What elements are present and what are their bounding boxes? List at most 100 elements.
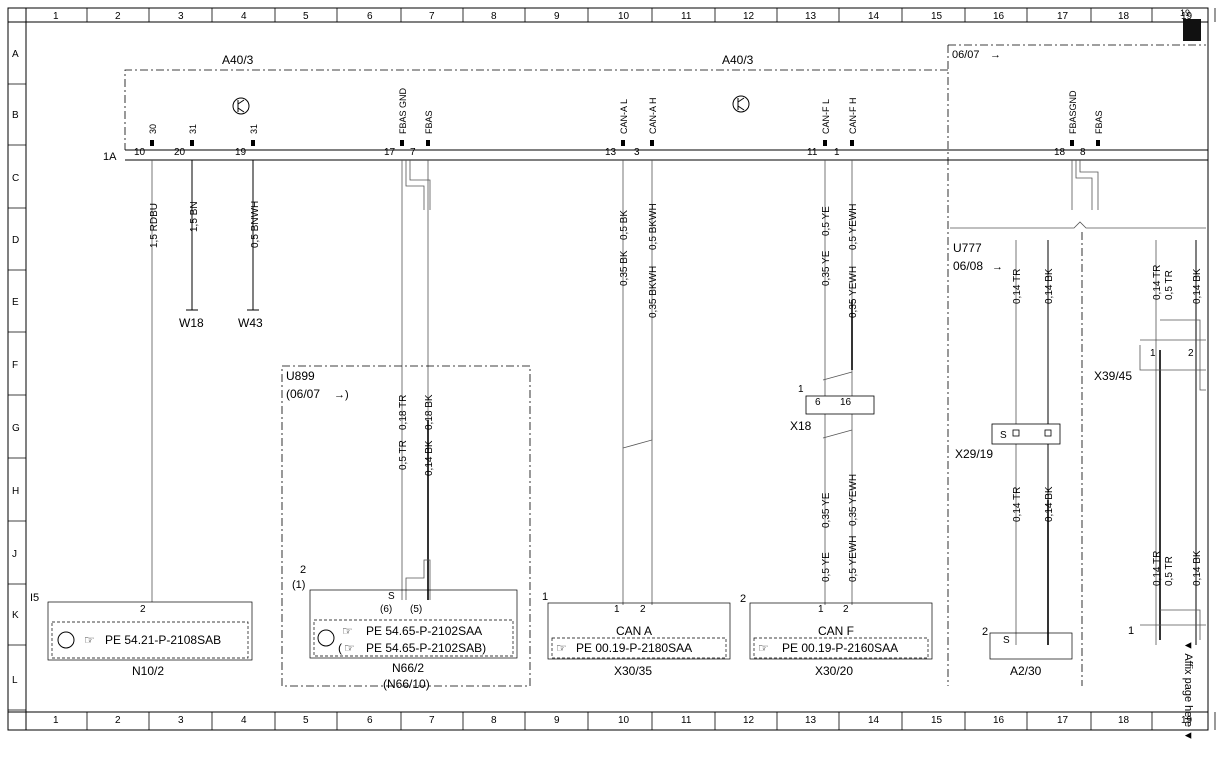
pin-name: FBAS GND: [398, 87, 408, 134]
svg-text:☞: ☞: [556, 641, 567, 655]
grid-column-number: 8: [491, 11, 497, 22]
ground-w18: W18: [179, 316, 204, 330]
grid-row-letter: A: [12, 49, 19, 60]
n66-ref1: PE 54.65-P-2102SAA: [366, 624, 482, 638]
pin-name: CAN-A L: [619, 99, 629, 134]
pin-number: 1: [834, 147, 840, 158]
wire-label: 0,5 YEWH: [848, 536, 859, 583]
wires: [151, 160, 1206, 686]
wire-label: 0,5 TR: [1164, 270, 1175, 300]
u899-date: (06/07: [286, 387, 320, 401]
wire-label: 0,5 YE: [821, 552, 832, 582]
svg-text:☞: ☞: [344, 641, 355, 655]
wire-label: 0,14 BK: [1192, 550, 1203, 586]
svg-text:1: 1: [1128, 625, 1134, 637]
a2-30-name: A2/30: [1010, 664, 1042, 678]
wire-label: 0,35 BK: [619, 250, 630, 286]
pin-name: 30: [148, 124, 158, 134]
wire-label: 0,14 TR: [1012, 487, 1023, 522]
grid-column-number: 14: [868, 715, 880, 726]
wire-label: 0,35 YE: [821, 492, 832, 528]
x30-20-ref: PE 00.19-P-2160SAA: [782, 641, 898, 655]
pin-number: 19: [235, 147, 247, 158]
grid-column-number: 18: [1118, 11, 1130, 22]
pin-terminal: [1070, 140, 1074, 146]
grid-row-letter: F: [12, 360, 18, 371]
grid-column-number: 15: [931, 715, 943, 726]
svg-text:1: 1: [798, 384, 804, 395]
grid-column-number: 7: [429, 11, 435, 22]
wire-label: 0,14 BK: [1044, 486, 1055, 522]
wire-label: 0,14 BK: [1192, 268, 1203, 304]
u777-date: 06/08: [953, 259, 983, 273]
pin-number: 11: [807, 147, 818, 158]
pin-number: 8: [1080, 147, 1086, 158]
pin-terminal: [1096, 140, 1100, 146]
pin-name: CAN-A H: [648, 97, 658, 134]
pin-terminal: [621, 140, 625, 146]
wire-label: 0,5 BNWH: [250, 201, 261, 248]
pin-number: 20: [174, 147, 186, 158]
grid-column-number: 9: [554, 11, 560, 22]
pin-number: 3: [634, 147, 640, 158]
grid-row-letter: B: [12, 110, 19, 121]
x30-20-bus: CAN F: [818, 624, 854, 638]
svg-text:1: 1: [614, 604, 620, 615]
grid-column-number: 7: [429, 715, 435, 726]
svg-text:☞: ☞: [758, 641, 769, 655]
module-title-right: A40/3: [722, 53, 754, 67]
affix-page-note: ▼ Affix page here ▼: [1182, 640, 1194, 741]
pin-name: FBAS: [424, 110, 434, 134]
svg-text:☞: ☞: [84, 633, 95, 647]
svg-text:(6): (6): [380, 604, 392, 615]
wire-label: 0,18 TR: [398, 395, 409, 430]
page-number: 19: [1180, 8, 1190, 18]
pin-number: 7: [410, 147, 416, 158]
svg-text:S: S: [388, 591, 395, 602]
n10-ref: PE 54.21-P-2108SAB: [105, 633, 221, 647]
svg-text:→: →: [990, 49, 1001, 61]
svg-text:(: (: [338, 641, 342, 655]
pin-name: FBAS: [1094, 110, 1104, 134]
svg-text:☞: ☞: [342, 624, 353, 638]
x30-20-name: X30/20: [815, 664, 853, 678]
grid-column-number: 1: [53, 11, 59, 22]
wire-label: 0,5 YE: [821, 206, 832, 236]
svg-text:2: 2: [140, 604, 146, 615]
x29-19-label: X29/19: [955, 447, 993, 461]
grid-column-number: 11: [681, 715, 692, 726]
wire-label: 0,5 TR: [398, 440, 409, 470]
wire-label: 0,35 YEWH: [848, 266, 859, 318]
wire-label: 0,14 TR: [1012, 269, 1023, 304]
pin-name: CAN-F L: [821, 99, 831, 134]
grid-column-number: 10: [618, 715, 630, 726]
grid-row-letter: K: [12, 610, 19, 621]
transistor-icon: [232, 97, 250, 115]
grid-column-number: 6: [367, 11, 373, 22]
svg-text:2: 2: [300, 564, 306, 576]
wire-label: 0,14 BK: [424, 440, 435, 476]
u899-id: U899: [286, 369, 315, 383]
wire-label: 0,18 BK: [424, 394, 435, 430]
grid-row-letter: E: [12, 297, 19, 308]
grid-frame: [7, 7, 1209, 731]
wire-label: 0,35 YEWH: [848, 474, 859, 526]
pin-number: 17: [384, 147, 396, 158]
svg-text:6: 6: [815, 397, 821, 408]
component-x30-20: 2 1 2 CAN F ☞ PE 00.19-P-2160SAA X30/20: [740, 593, 933, 678]
wire-label: 0,5 BKWH: [648, 203, 659, 250]
wire-label: 0,14 TR: [1152, 265, 1163, 300]
grid-column-number: 9: [554, 715, 560, 726]
grid-column-number: 2: [115, 715, 121, 726]
n66-alt-name: (N66/10): [383, 677, 430, 691]
pin-number: 13: [605, 147, 617, 158]
svg-text:1: 1: [818, 604, 824, 615]
pin-terminal: [823, 140, 827, 146]
pin-number: 10: [134, 147, 146, 158]
grid-row-letter: H: [12, 486, 19, 497]
grid-column-number: 6: [367, 715, 373, 726]
